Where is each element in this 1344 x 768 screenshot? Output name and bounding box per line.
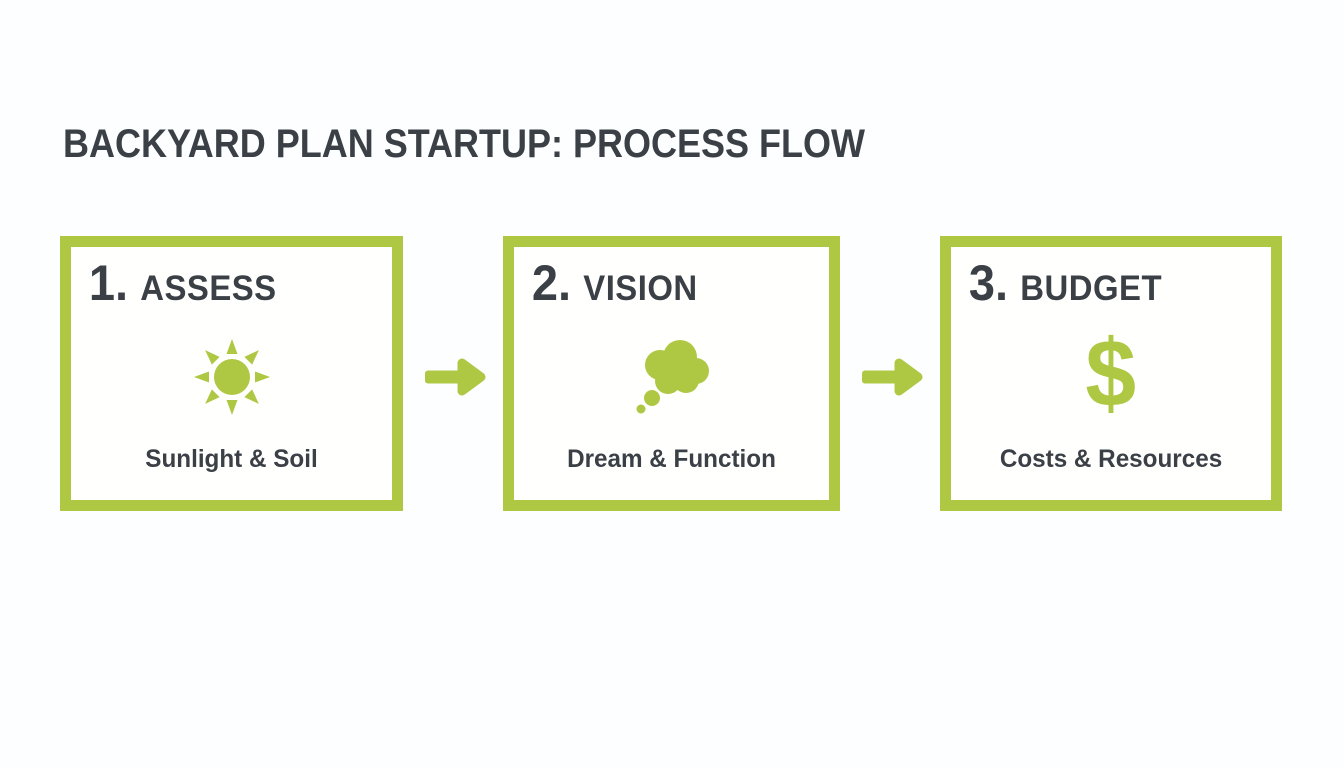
dollar-glyph: $	[1085, 320, 1137, 428]
step-heading: 3. BUDGET	[951, 247, 1252, 310]
step-label: VISION	[583, 269, 698, 308]
step-caption: Costs & Resources	[999, 445, 1223, 473]
right-arrow-icon	[861, 354, 923, 400]
dollar-sign-icon: $	[951, 310, 1271, 446]
step-heading: 1. ASSESS	[71, 247, 373, 310]
step-number: 2.	[531, 255, 572, 311]
step-caption: Dream & Function	[567, 445, 776, 473]
step-box-vision: 2. VISION Dream & Function	[503, 236, 840, 511]
sun-icon	[71, 310, 392, 446]
step-box-assess: 1. ASSESS	[60, 236, 403, 511]
page-title: BACKYARD PLAN STARTUP: PROCESS FLOW	[63, 122, 866, 166]
step-number: 3.	[968, 255, 1009, 311]
thought-bubble-icon	[514, 310, 829, 446]
step-heading: 2. VISION	[514, 247, 810, 310]
step-caption: Sunlight & Soil	[145, 445, 318, 473]
right-arrow-icon	[424, 354, 486, 400]
step-label: ASSESS	[140, 269, 277, 308]
step-label: BUDGET	[1020, 269, 1163, 308]
step-number: 1.	[88, 255, 129, 311]
step-box-budget: 3. BUDGET $ Costs & Resources	[940, 236, 1282, 511]
